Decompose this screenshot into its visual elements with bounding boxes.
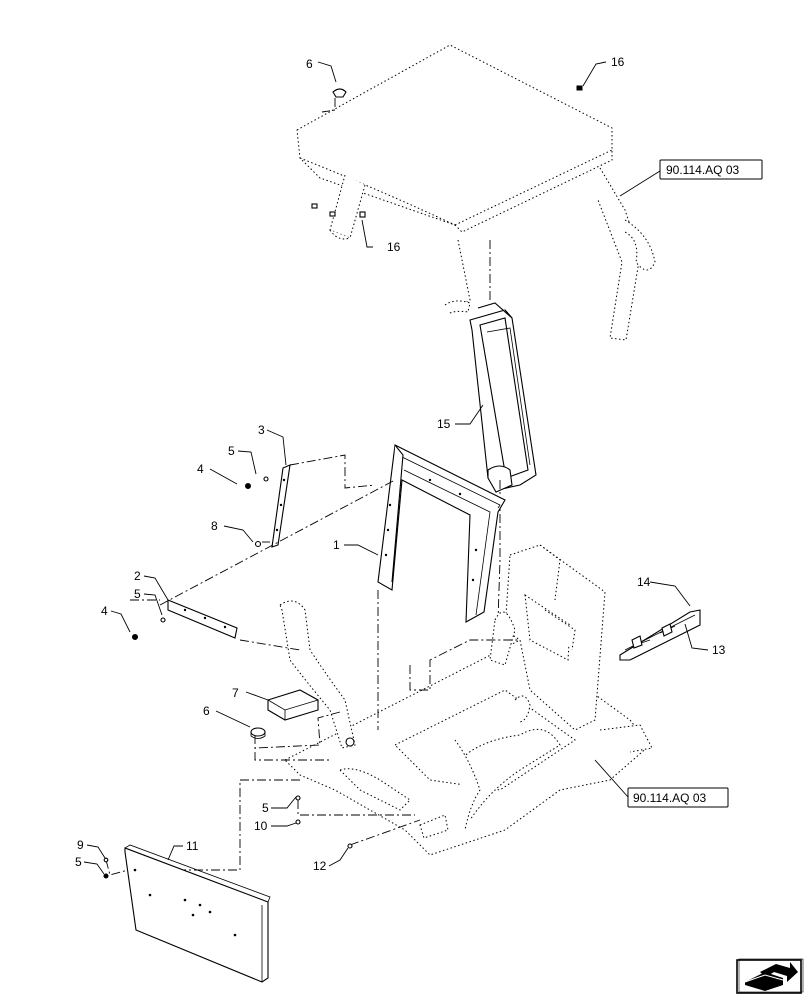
callout-6-bottom: 6 (203, 704, 210, 718)
reference-box-top[interactable]: 90.114.AQ 03 (659, 159, 763, 180)
panel-11 (124, 844, 271, 983)
callout-5-c: 5 (262, 801, 269, 815)
part-6-plug (250, 727, 266, 739)
callout-5-d: 5 (75, 855, 82, 869)
trim-strip-3 (271, 464, 291, 548)
callout-16-top: 16 (611, 55, 625, 69)
callout-5-b: 5 (134, 587, 141, 601)
callout-12: 12 (313, 859, 327, 873)
callout-6-top: 6 (306, 57, 313, 71)
reference-box-bottom[interactable]: 90.114.AQ 03 (627, 787, 729, 808)
callout-16-mid: 16 (387, 240, 401, 254)
window-frame-1 (377, 444, 506, 623)
part-13-bracket (619, 609, 701, 661)
callout-7: 7 (232, 686, 239, 700)
reference-label-bottom: 90.114.AQ 03 (633, 791, 706, 805)
assembly-centerlines (105, 454, 520, 900)
callout-numbers: 6 16 16 15 3 5 4 8 1 2 5 4 14 13 7 6 5 1… (75, 55, 726, 873)
callout-11: 11 (186, 839, 199, 853)
pillar-trim-15 (469, 240, 537, 621)
callout-4-a: 4 (197, 462, 204, 476)
callout-1: 1 (333, 538, 340, 552)
callout-8: 8 (211, 519, 218, 533)
callout-5-a: 5 (228, 444, 235, 458)
callout-3: 3 (258, 423, 265, 437)
callout-9: 9 (77, 838, 84, 852)
callout-13: 13 (712, 643, 726, 657)
trim-strip-2 (167, 599, 238, 639)
callout-2: 2 (134, 569, 141, 583)
fasteners (103, 476, 353, 879)
arrow-box-icon[interactable] (736, 958, 804, 994)
leader-lines (83, 61, 709, 875)
canopy-roof (296, 44, 656, 341)
part-7-pad (267, 689, 319, 721)
callout-10: 10 (254, 819, 268, 833)
callout-14: 14 (637, 575, 651, 589)
reference-label-top: 90.114.AQ 03 (666, 163, 739, 177)
callout-4-b: 4 (101, 604, 108, 618)
cab-floor (279, 544, 653, 856)
callout-15: 15 (437, 417, 451, 431)
